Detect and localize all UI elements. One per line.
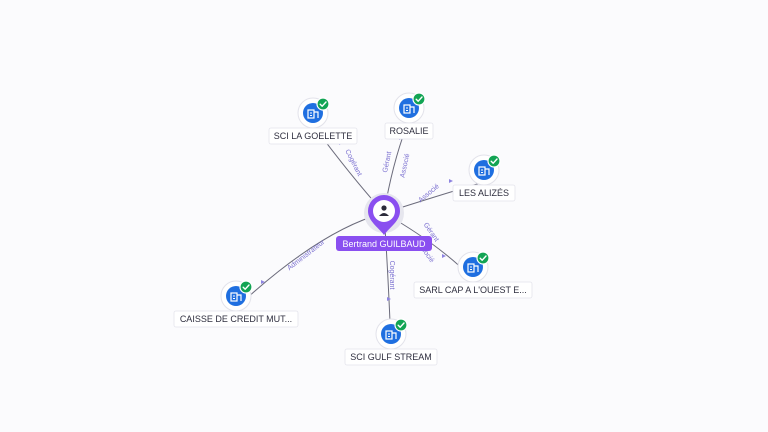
- verified-check-icon: [412, 92, 426, 106]
- building-icon: [467, 263, 479, 273]
- company-node-sci-la-goelette[interactable]: SCI LA GOELETTE: [268, 97, 358, 145]
- company-node-caisse-de-credit[interactable]: CAISSE DE CREDIT MUT...: [173, 280, 299, 328]
- building-icon: [230, 292, 242, 302]
- verified-check-icon: [239, 280, 253, 294]
- center-person-name: Bertrand GUILBAUD: [342, 239, 426, 249]
- center-node[interactable]: Bertrand GUILBAUD: [336, 193, 432, 251]
- node-label-box: [452, 184, 516, 202]
- verified-check-icon: [476, 251, 490, 265]
- building-icon: [307, 109, 319, 119]
- building-icon: [478, 166, 490, 176]
- node-label: SCI GULF STREAM: [350, 352, 432, 362]
- graph-nodes: SCI LA GOELETTE ROSALIE LES ALIZÉS SARL CAP…: [173, 92, 533, 366]
- node-label-box: [384, 122, 434, 140]
- verified-check-icon: [394, 318, 408, 332]
- center-label-box: [336, 236, 432, 251]
- node-label: CAISSE DE CREDIT MUT...: [180, 314, 292, 324]
- edge-relation-label: Associé: [417, 183, 440, 204]
- node-label-box: [413, 281, 533, 299]
- company-node-sarl-cap-a-louest[interactable]: SARL CAP A L'OUEST E...: [413, 251, 533, 299]
- node-label: SARL CAP A L'OUEST E...: [419, 285, 527, 295]
- edge-arrow-icon: [387, 297, 391, 301]
- edge-arrow-icon: [442, 254, 446, 258]
- company-node-sci-gulf-stream[interactable]: SCI GULF STREAM: [344, 318, 438, 366]
- edge-arrow-icon: [261, 280, 265, 284]
- edge-relation-label: Gérant: [382, 151, 393, 173]
- node-label-box: [268, 127, 358, 145]
- edge-caisse-de-credit: [235, 212, 385, 309]
- node-label-box: [344, 348, 438, 366]
- company-node-les-alizes[interactable]: LES ALIZÉS: [452, 154, 516, 202]
- node-label: ROSALIE: [389, 126, 428, 136]
- edge-relation-label: Administrateur: [286, 238, 326, 272]
- edge-relation-label: Associé: [399, 153, 411, 179]
- person-icon: [379, 205, 389, 216]
- edge-arrow-icon: [449, 179, 453, 183]
- edge-relation-label: Cogérant: [388, 261, 395, 290]
- node-label-box: [173, 310, 299, 328]
- verified-check-icon: [487, 154, 501, 168]
- node-label: LES ALIZÉS: [459, 188, 509, 198]
- node-label: SCI LA GOELETTE: [274, 131, 353, 141]
- edge-relation-label: Cogérant: [343, 149, 362, 178]
- building-icon: [403, 104, 415, 114]
- building-icon: [385, 330, 397, 340]
- verified-check-icon: [316, 97, 330, 111]
- company-node-rosalie[interactable]: ROSALIE: [384, 92, 434, 140]
